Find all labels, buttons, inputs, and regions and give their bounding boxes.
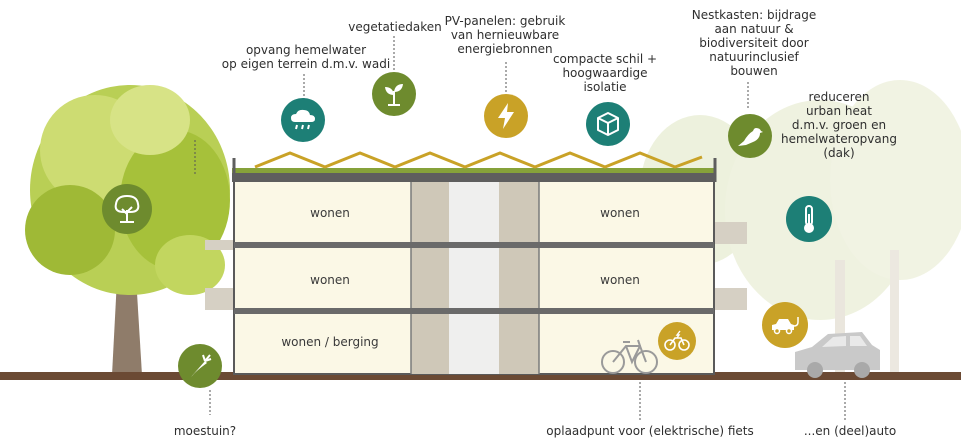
label-nest: Nestkasten: bijdrage aan natuur & biodiv… <box>691 8 817 78</box>
e-bike-icon <box>658 322 696 360</box>
tree-icon <box>102 184 152 234</box>
room-right-middle: wonen <box>600 273 640 287</box>
ground <box>0 372 961 380</box>
room-right-top: wonen <box>600 206 640 220</box>
room-left-middle: wonen <box>310 273 350 287</box>
thermometer-icon <box>786 196 832 242</box>
label-wadi: opvang hemelwater op eigen terrein d.m.v… <box>221 43 391 71</box>
tree-left <box>25 85 230 375</box>
building <box>232 151 717 375</box>
label-bike: oplaadpunt voor (elektrische) fiets <box>546 424 754 438</box>
leader-lines <box>194 36 846 420</box>
bicycle <box>601 339 658 374</box>
room-left-bottom: wonen / berging <box>281 335 379 349</box>
e-car-icon <box>762 302 808 348</box>
rain-cloud-icon <box>281 98 325 142</box>
cube-icon <box>586 102 630 146</box>
carrot-icon <box>178 344 222 388</box>
car <box>795 332 880 378</box>
lightning-icon <box>484 94 528 138</box>
label-pv: PV-panelen: gebruik van hernieuwbare ene… <box>444 14 566 56</box>
label-garden: moestuin? <box>173 424 237 438</box>
label-shell: compacte schil + hoogwaardige isolatie <box>552 52 658 94</box>
bird-icon <box>728 114 772 158</box>
label-car: ...en (deel)auto <box>803 424 897 438</box>
sprout-icon <box>372 72 416 116</box>
room-left-top: wonen <box>310 206 350 220</box>
label-heat: reduceren urban heat d.m.v. groen en hem… <box>781 90 897 160</box>
label-vegetation: vegetatiedaken <box>348 20 442 34</box>
